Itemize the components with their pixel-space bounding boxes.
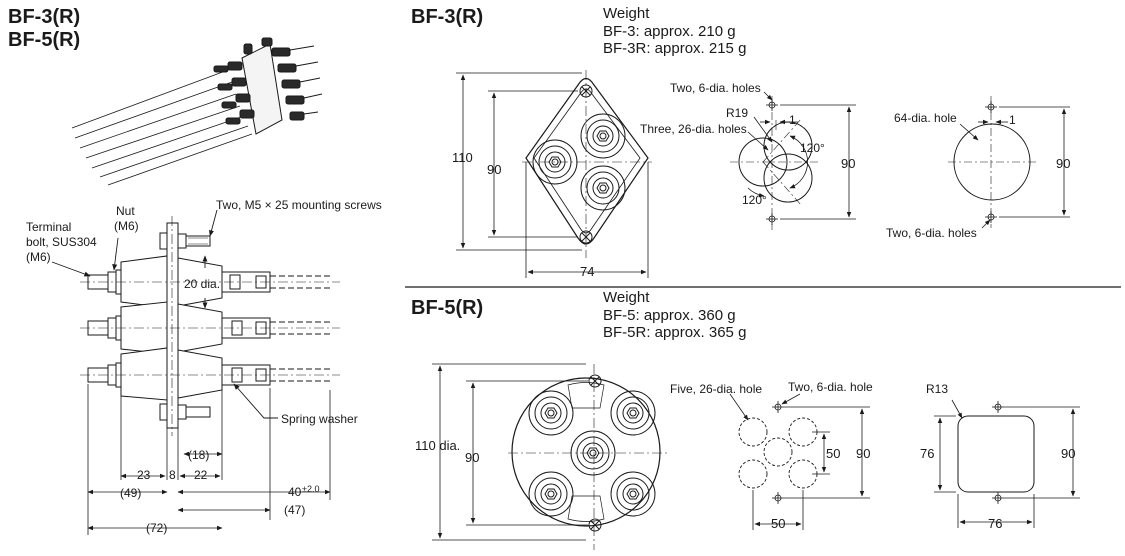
bf5-terminal-bottom-left	[528, 471, 574, 517]
bf3-weight-title: Weight	[603, 5, 650, 22]
bf3-r19-label: R19	[726, 106, 748, 120]
bf5-cutout-dim-90: 90	[856, 446, 870, 461]
bf5-square-dim-76-vertical: 76	[920, 446, 934, 461]
bf3-angle-120-a: 120°	[800, 141, 825, 155]
dim-72: (72)	[146, 521, 167, 535]
bf3-dim-110: 110	[452, 150, 473, 165]
bf3-front-view	[522, 70, 652, 258]
bf5-terminal-top-right	[610, 390, 656, 436]
bf5-weight-line-2: BF-5R: approx. 365 g	[603, 324, 747, 341]
dim-18: (18)	[188, 448, 209, 462]
bf3-offset-1-a: 1	[789, 113, 796, 127]
series-title-bf5: BF-5(R)	[8, 29, 81, 51]
mounting-screws-label: Two, M5 × 25 mounting screws	[216, 198, 382, 212]
nut-size-label: (M6)	[114, 219, 139, 233]
bf5-front-view	[508, 364, 668, 550]
side-view-drawing	[80, 216, 340, 436]
bf3-front-dimensions	[456, 72, 649, 278]
dim-40: 40	[288, 485, 302, 499]
bf5-terminal-bottom-right	[610, 471, 656, 517]
bf5-dim-110-dia: 110 dia.	[415, 438, 460, 453]
bf3-weight-line-2: BF-3R: approx. 215 g	[603, 40, 747, 57]
bf3-cutout-three-holes	[730, 91, 856, 230]
dim-22: 22	[194, 468, 208, 482]
bf5-five-holes-label: Five, 26-dia. hole	[670, 382, 762, 396]
bf3-right-dim-90: 90	[1056, 156, 1070, 171]
bf5-section-title: BF-5(R)	[411, 297, 484, 319]
nut-label: Nut	[116, 204, 135, 218]
dim-49: (49)	[120, 486, 141, 500]
spring-washer-label: Spring washer	[281, 412, 358, 426]
bf3-cutout-dim-90: 90	[841, 156, 855, 171]
dia20-label: 20 dia.	[184, 277, 220, 291]
bf5-cutout-square	[934, 399, 1080, 528]
bf5-square-dim-76-horizontal: 76	[988, 516, 1002, 531]
dim-40-tolerance: ±2.0	[302, 484, 319, 494]
bf3-dim-74: 74	[580, 264, 594, 279]
bf5-two-holes-label: Two, 6-dia. hole	[788, 380, 873, 394]
bf3-hole64-label: 64-dia. hole	[894, 111, 957, 125]
bf3-cutout-64-hole	[948, 96, 1070, 229]
bf3-terminal-top-right	[580, 113, 626, 159]
dim-47: (47)	[284, 503, 305, 517]
bf3-dim-90: 90	[487, 162, 501, 177]
bf3-offset-1-b: 1	[1009, 113, 1016, 127]
bf5-cutout-five-holes	[729, 393, 870, 530]
terminal-row-bottom	[87, 347, 330, 401]
dim-23: 23	[137, 468, 151, 482]
bf5-square-dim-90: 90	[1061, 446, 1075, 461]
terminal-bolt-label-line1: Terminal	[26, 220, 71, 234]
product-perspective-view	[71, 37, 323, 186]
bf5-dim-90: 90	[465, 450, 479, 465]
bf5-cutout-dim-50-vertical: 50	[826, 446, 840, 461]
bf3-section-title: BF-3(R)	[411, 6, 484, 28]
series-title-bf3: BF-3(R)	[8, 6, 81, 28]
bf3-terminal-bottom-right	[580, 165, 626, 211]
side-view-dimensions	[87, 384, 331, 535]
side-view-leaders	[51, 209, 278, 419]
terminal-bolt-label-line2: bolt, SUS304	[26, 235, 97, 249]
bf5-front-dimensions	[432, 363, 588, 541]
bf5-terminal-top-left	[528, 390, 574, 436]
bf5-r13-label: R13	[926, 382, 948, 396]
bf5-weight-block: Weight BF-5: approx. 360 g BF-5R: approx…	[603, 289, 746, 342]
bf3-weight-line-1: BF-3: approx. 210 g	[603, 22, 736, 40]
terminal-bolt-label-line3: (M6)	[26, 250, 51, 264]
bf3-two-holes-bottom-label: Two, 6-dia. holes	[886, 226, 977, 240]
bf3-three-holes-label: Three, 26-dia. holes	[640, 122, 747, 136]
bf3-angle-120-b: 120°	[742, 193, 767, 207]
bf5-weight-line-1: BF-5: approx. 360 g	[603, 306, 736, 324]
bf3-weight-block: Weight BF-3: approx. 210 g BF-3R: approx…	[603, 5, 746, 58]
bf5-cutout-dim-50-horizontal: 50	[771, 516, 785, 531]
dim-8: 8	[169, 468, 176, 482]
bf3-two-holes-top-label: Two, 6-dia. holes	[670, 81, 761, 95]
bf5-weight-title: Weight	[603, 289, 650, 306]
